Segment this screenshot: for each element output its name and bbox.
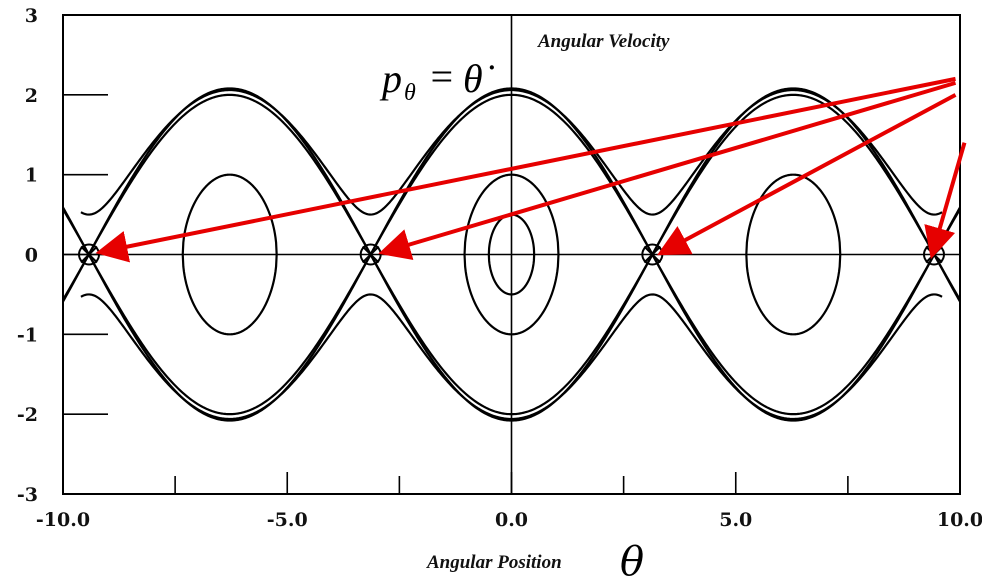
y-axis-title: Angular Velocity [537,31,670,52]
x-tick-label: 0.0 [495,509,528,531]
x-axis-title-text: Angular Position [426,552,562,573]
y-tick-label: -3 [17,484,38,506]
annotation-arrow [656,93,957,256]
x-tick-label: -10.0 [36,509,90,531]
annotation-arrow [378,80,957,261]
p-subscript-theta: θ [404,80,416,106]
x-tick-label: -5.0 [267,509,308,531]
saddle-point-cross [361,245,380,264]
x-axis-title: Angular Position θ [426,539,644,584]
annotation-arrow [924,142,967,260]
y-tick-label: -1 [17,324,38,346]
y-tick-label: 3 [25,5,38,27]
equals-sign: = [428,54,455,99]
y-axis-title-text: Angular Velocity [537,31,670,52]
x-tick-label: 10.0 [937,509,982,531]
axes-layer [62,14,961,495]
y-tick-label: 2 [25,85,38,107]
p-symbol: p [379,56,402,101]
y-tick-label: 1 [25,165,38,187]
saddle-point-cross [80,245,98,264]
y-tick-label: 0 [25,245,38,267]
x-tick-label: 5.0 [719,509,752,531]
annotation-arrow-layer [95,76,967,263]
y-tick-label: -2 [17,404,38,426]
x-axis-theta-symbol: θ [620,539,644,584]
annotation-arrow [95,76,956,263]
tick-layer: -3 -2 -1 0 1 2 3 -10.0 -5.0 0.0 5.0 10.0 [17,5,982,531]
y-axis-symbol: p θ = θ̇ [379,54,495,106]
